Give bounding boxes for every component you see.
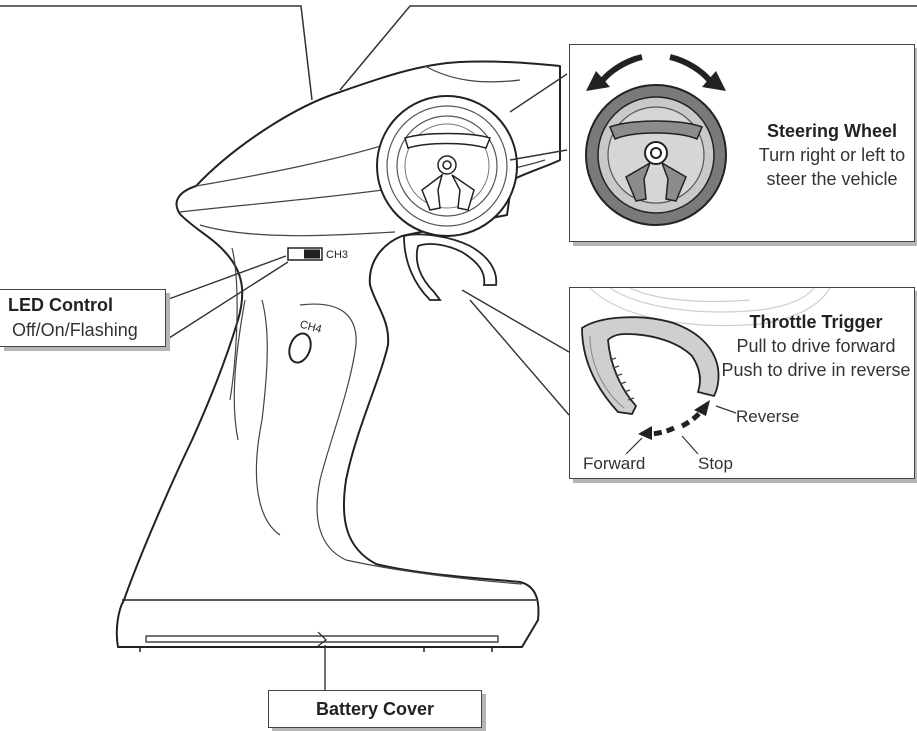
forward-arrowhead-icon bbox=[638, 426, 652, 440]
throttle-trigger-line-1: Pull to drive forward bbox=[736, 336, 896, 356]
steering-wheel-detail bbox=[585, 84, 727, 226]
ch4-label: CH4 bbox=[299, 319, 323, 336]
reverse-arrowhead-icon bbox=[694, 400, 710, 416]
ch4-button[interactable] bbox=[285, 330, 314, 365]
forward-arrow-icon bbox=[647, 425, 676, 437]
throttle-trigger-callout: Throttle Trigger Pull to drive forward P… bbox=[569, 287, 915, 479]
trigger-grip-ridges-icon bbox=[609, 357, 635, 401]
steering-detail-illustration bbox=[585, 54, 727, 226]
rotate-left-arrowhead-icon bbox=[586, 71, 610, 91]
battery-cover-callout: Battery Cover bbox=[268, 690, 482, 728]
callout-leaders bbox=[165, 73, 570, 690]
throttle-detail-illustration bbox=[581, 288, 831, 455]
direction-leaders bbox=[625, 405, 737, 455]
forward-label: Forward bbox=[583, 454, 646, 473]
throttle-trigger[interactable] bbox=[403, 233, 498, 301]
steering-wheel-title: Steering Wheel bbox=[766, 121, 898, 141]
steering-wheel-line-1: Turn right or left to bbox=[758, 145, 906, 165]
led-control-title: LED Control bbox=[8, 295, 113, 315]
steering-wheel[interactable] bbox=[376, 95, 518, 237]
rotate-right-arrowhead-icon bbox=[702, 71, 726, 91]
rotate-left-arrow-icon bbox=[599, 54, 643, 83]
trigger-detail bbox=[581, 316, 720, 415]
led-control-callout: LED Control Off/On/Flashing bbox=[0, 289, 166, 347]
reverse-label: Reverse bbox=[736, 407, 800, 426]
stop-label: Stop bbox=[698, 454, 733, 473]
top-leader-lines bbox=[0, 5, 917, 101]
wheel-edge-faded bbox=[589, 288, 831, 327]
steering-wheel-callout: Steering Wheel Turn right or left to ste… bbox=[569, 44, 915, 242]
throttle-trigger-title: Throttle Trigger bbox=[749, 312, 883, 332]
ch3-switch[interactable] bbox=[287, 247, 323, 261]
rotate-right-arrow-icon bbox=[669, 54, 713, 83]
led-control-subtitle: Off/On/Flashing bbox=[12, 320, 138, 340]
ch3-label: CH3 bbox=[326, 249, 348, 261]
steering-wheel-line-2: steer the vehicle bbox=[766, 169, 898, 189]
battery-cover-title: Battery Cover bbox=[315, 699, 435, 719]
throttle-trigger-line-2: Push to drive in reverse bbox=[721, 360, 911, 380]
